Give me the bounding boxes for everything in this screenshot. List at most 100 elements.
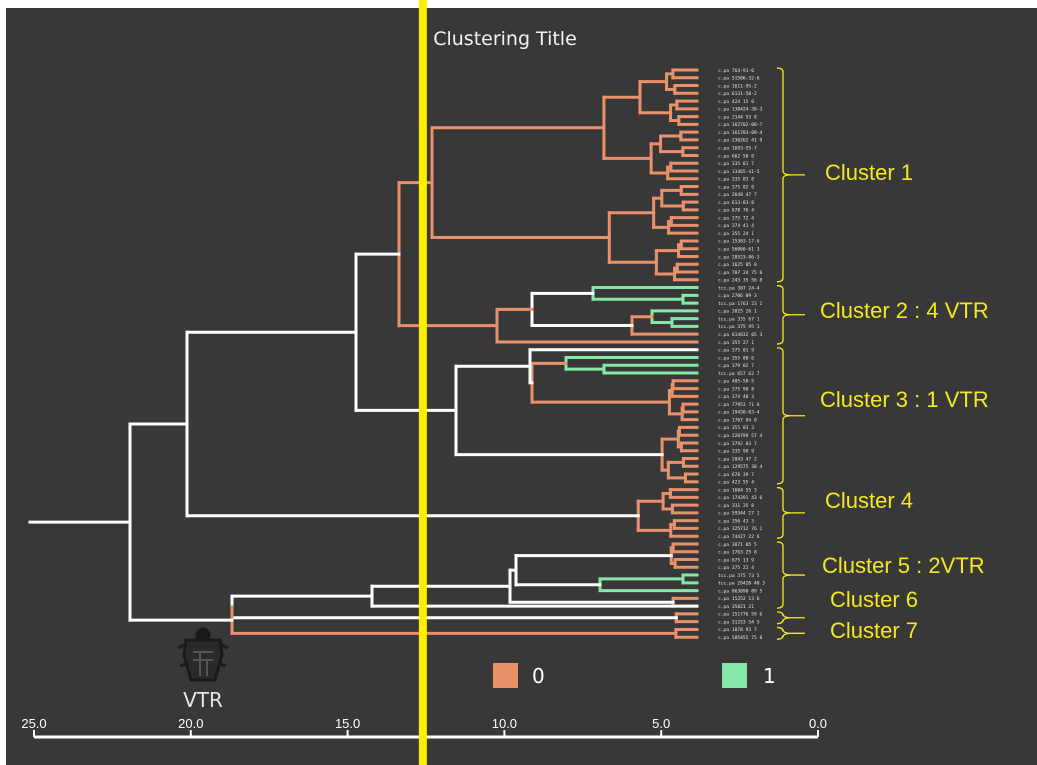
leaf-label: c.pa 1611-95-2 [718, 83, 757, 89]
leaf-label: c.pa 764-91-6 [718, 68, 754, 74]
leaf-label: c.pa 28523-86-3 [718, 254, 760, 260]
cluster-labels: Cluster 1 Cluster 2 : 4 VTR Cluster 3 : 1 … [820, 160, 989, 643]
leaf-label: c.pa 1763 25 8 [718, 550, 757, 556]
leaf-label: c.pa 59344 27 2 [718, 511, 760, 517]
cluster-bracket-1 [776, 67, 805, 283]
leaf-label: c.pa 335 90 9 [718, 449, 754, 455]
leaf-label: tcc.pa 29420 40 3 [718, 581, 765, 587]
leaf-label: c.pa 3825 26 1 [718, 309, 757, 315]
leaf-label: c.pa 129575 30 4 [718, 464, 762, 470]
cluster-bracket-7 [776, 626, 805, 640]
leaf-label: c.pa 356 43 3 [718, 518, 754, 524]
leaf-label: c.pa 325712 76 1 [718, 526, 762, 532]
leaf-label: c.pa 56060-61 3 [718, 247, 760, 253]
leaf-label: c.pa 678 39 7 [718, 472, 754, 478]
leaf-label: c.pa 2648 47 7 [718, 192, 757, 198]
leaf-label: c.pa 375 22 4 [718, 565, 754, 571]
cluster-label-2: Cluster 2 : 4 VTR [820, 298, 989, 323]
leaf-label: c.pa 51506-32-6 [718, 76, 760, 82]
cluster-label-4: Cluster 4 [825, 488, 913, 513]
leaf-label: c.pa 130424-30-3 [718, 107, 762, 113]
leaf-label: c.pa 613-83-8 [718, 200, 754, 206]
scarab-crest-icon [177, 627, 229, 682]
legend-label-1: 1 [763, 664, 776, 688]
leaf-label: c.pa 19430-03-4 [718, 410, 760, 416]
leaf-label: c.pa 405-58-5 [718, 379, 754, 385]
cluster-label-7: Cluster 7 [830, 618, 918, 643]
leaf-label: c.pa 13465-41-5 [718, 169, 760, 175]
leaf-label: c.pa 375 02 0 [718, 184, 754, 190]
leaf-label: c.pa 77953 71 6 [718, 402, 760, 408]
leaf-label: c.pa 614832 05 3 [718, 332, 762, 338]
axis-tick-label: 25.0 [21, 716, 46, 731]
leaf-label: c.pa 2043 47 2 [718, 456, 757, 462]
leaf-labels: c.pa 764-91-6 c.pa 51506-32-6c.pa 1611-95… [718, 68, 765, 641]
leaf-label: c.pa 374 41 4 [718, 223, 754, 229]
leaf-label: c.pa 15363-17-6 [718, 239, 760, 245]
legend-swatch-0 [493, 663, 518, 688]
leaf-label: c.pa 3792 03 7 [718, 441, 757, 447]
leaf-label: c.pa 375 72 4 [718, 215, 754, 221]
leaf-label: c.pa 331 35 8 [718, 503, 754, 509]
leaf-label: c.pa 355 80 6 [718, 355, 754, 361]
leaf-label: c.pa 243 35 56 8 [718, 278, 762, 284]
leaf-label: c.pa 74427 22 6 [718, 534, 760, 540]
leaf-label: tcc.pa 375 73 5 [718, 573, 760, 579]
leaf-label: c.pa 379 02 7 [718, 363, 754, 369]
axis-tick-label: 5.0 [652, 716, 670, 731]
axis-tick-label: 0.0 [809, 716, 827, 731]
leaf-label: c.pa 585455 75 8 [718, 635, 762, 641]
leaf-label: c.pa 230262 41 9 [718, 138, 762, 144]
cluster-bracket-4 [776, 486, 805, 539]
leaf-label: c.pa 6131-50-2 [718, 91, 757, 97]
leaf-label: c.pa 707 24 75 6 [718, 270, 762, 276]
leaf-label: c.pa 31253 54 5 [718, 619, 760, 625]
leaf-label: tcc.pa 335 67 1 [718, 316, 760, 322]
leaf-label: c.pa 355 27 1 [718, 340, 754, 346]
dendrogram-branches [28, 68, 699, 639]
leaf-label: tcc.pa 1763 23 1 [718, 301, 762, 307]
leaf-label: c.pa 1625 05 8 [718, 262, 757, 268]
leaf-label: c.pa 374 40 3 [718, 394, 754, 400]
leaf-label: tcc.pa 307 24-4 [718, 285, 760, 291]
leaf-label: c.pa 162702-00-7 [718, 122, 762, 128]
leaf-label: c.pa 678 76 4 [718, 208, 754, 214]
cluster-bracket-3 [776, 347, 805, 485]
legend-label-0: 0 [532, 664, 545, 688]
leaf-label: c.pa 375 01 9 [718, 348, 754, 354]
leaf-label: c.pa 355 24 1 [718, 231, 754, 237]
logo-text: VTR [183, 688, 223, 712]
leaf-label: c.pa 15252 13 6 [718, 596, 760, 602]
leaf-label: c.pa 174391 43 6 [718, 495, 762, 501]
leaf-label: c.pa 662 50 0 [718, 153, 754, 159]
cluster-bracket-2 [776, 284, 805, 345]
cluster-label-6: Cluster 6 [830, 587, 918, 612]
cluster-label-3: Cluster 3 : 1 VTR [820, 387, 989, 412]
leaf-label: c.pa 1767 94 8 [718, 417, 757, 423]
leaf-label: c.pa 1878 93 7 [718, 627, 757, 633]
leaf-label: c.pa 335 83 8 [718, 177, 754, 183]
cluster-bracket-5 [776, 541, 805, 609]
leaf-label: c.pa 3871 05 5 [718, 542, 757, 548]
leaf-label: c.pa 863090 89 5 [718, 588, 762, 594]
cluster-brackets [776, 67, 805, 640]
cluster-label-5: Cluster 5 : 2VTR [822, 553, 985, 578]
cluster-label-1: Cluster 1 [825, 160, 913, 185]
leaf-label: c.pa 2144 53 8 [718, 114, 757, 120]
leaf-label: c.pa 355 83 3 [718, 425, 754, 431]
leaf-label: c.pa 161783-09-4 [718, 130, 762, 136]
axis-tick-label: 10.0 [492, 716, 517, 731]
leaf-label: c.pa 675 13 9 [718, 557, 754, 563]
plot-background [6, 8, 1037, 765]
leaf-label: c.pa 220799 57 4 [718, 433, 762, 439]
leaf-label: tcc.pa 657 62 7 [718, 371, 760, 377]
leaf-label: c.pa 375 90 8 [718, 386, 754, 392]
leaf-label: c.pa 1693-55-7 [718, 146, 757, 152]
axis-tick-label: 20.0 [178, 716, 203, 731]
legend-swatch-1 [722, 663, 747, 688]
chart-title: Clustering Title [433, 28, 577, 50]
leaf-label: c.pa 35821 21 [718, 604, 754, 610]
cluster-bracket-6 [776, 611, 805, 625]
